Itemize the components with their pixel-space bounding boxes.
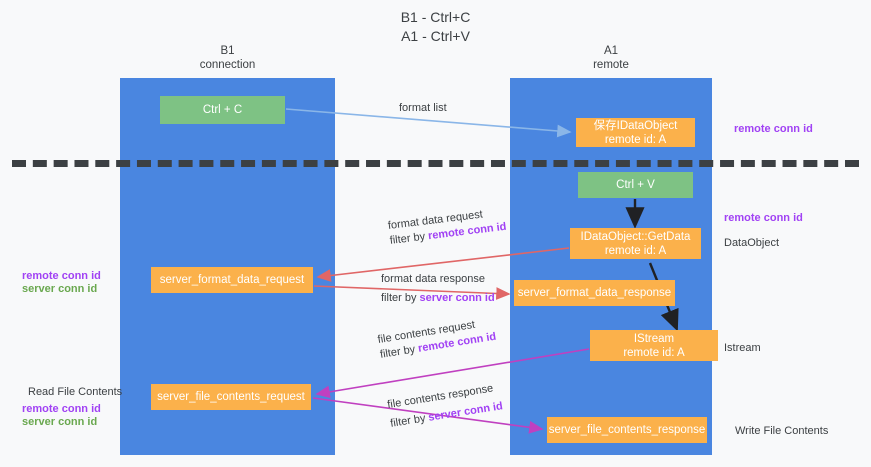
lane-header-a1-sub: remote	[593, 59, 629, 71]
annotation-left-remote-conn-id: remote conn id	[22, 270, 101, 282]
edge-label-format-list-line1: format list	[399, 102, 447, 114]
annotation-read-file-contents: Read File Contents	[28, 386, 123, 398]
node-server-file-contents-request[interactable]: server_file_contents_request	[151, 384, 311, 410]
lane-header-b1: B1 connection	[120, 44, 335, 72]
annotation-istream: Istream	[724, 342, 761, 354]
node-server-format-data-response[interactable]: server_format_data_response	[514, 280, 675, 306]
annotation-remote-conn-id-mid: remote conn id	[724, 212, 803, 224]
node-istream[interactable]: IStream remote id: A	[590, 330, 718, 361]
annotation-left2-server-conn-id: server conn id	[22, 416, 98, 428]
edge-label-format-list: format list	[399, 101, 447, 116]
annotation-write-file-contents: Write File Contents	[735, 425, 829, 437]
edge-file-contents-request	[315, 348, 590, 399]
title-line-1: B1 - Ctrl+C	[400, 9, 471, 25]
node-server-file-contents-request-label: server_file_contents_request	[157, 391, 305, 403]
phase-divider	[12, 160, 859, 167]
node-istream-subtitle: remote id: A	[623, 346, 685, 359]
node-ctrl-v[interactable]: Ctrl + V	[578, 172, 693, 198]
node-ctrl-v-label: Ctrl + V	[616, 179, 655, 191]
lane-header-a1: A1 remote	[510, 44, 712, 72]
node-idataobject-getdata-subtitle: remote id: A	[604, 244, 667, 257]
node-ctrl-c-label: Ctrl + C	[202, 104, 243, 116]
node-save-idataobject-subtitle: remote id: A	[604, 133, 667, 146]
node-save-idataobject-label: 保存IDataObject	[593, 119, 678, 132]
node-server-file-contents-response[interactable]: server_file_contents_response	[547, 417, 707, 443]
node-idataobject-getdata-label: IDataObject::GetData	[580, 230, 691, 243]
lane-header-b1-name: B1	[220, 45, 235, 57]
node-idataobject-getdata[interactable]: IDataObject::GetData remote id: A	[570, 228, 701, 259]
node-ctrl-c[interactable]: Ctrl + C	[160, 96, 285, 124]
filter-by-prefix: filter by	[389, 230, 429, 247]
edge-label-format-data-response: format data response filter by server co…	[381, 272, 495, 306]
lane-header-a1-name: A1	[603, 45, 619, 57]
node-save-idataobject[interactable]: 保存IDataObject remote id: A	[576, 118, 695, 147]
lane-header-b1-sub: connection	[199, 59, 256, 71]
edge-label-format-data-response-line2: filter by server conn id	[381, 291, 495, 306]
edge-file-contents-response	[312, 397, 544, 434]
annotation-dataobject: DataObject	[724, 237, 780, 249]
filter-by-prefix: filter by	[381, 292, 420, 304]
node-server-format-data-request-label: server_format_data_request	[159, 274, 305, 286]
edge-format-data-response	[313, 285, 511, 300]
annotation-left2-remote-conn-id: remote conn id	[22, 403, 101, 415]
node-server-format-data-response-label: server_format_data_response	[517, 287, 672, 299]
edge-format-data-request	[316, 247, 570, 282]
title-line-2: A1 - Ctrl+V	[401, 28, 470, 44]
node-server-format-data-request[interactable]: server_format_data_request	[151, 267, 313, 293]
highlight-server-conn-id: server conn id	[419, 292, 495, 304]
page-title: B1 - Ctrl+C A1 - Ctrl+V	[0, 8, 871, 46]
node-istream-label: IStream	[633, 332, 675, 345]
annotation-left-server-conn-id: server conn id	[22, 283, 98, 295]
edge-format-list	[285, 108, 572, 138]
annotation-remote-conn-id-top: remote conn id	[734, 123, 813, 135]
edge-label-format-data-response-line1: format data response	[381, 273, 485, 285]
node-server-file-contents-response-label: server_file_contents_response	[548, 424, 706, 436]
